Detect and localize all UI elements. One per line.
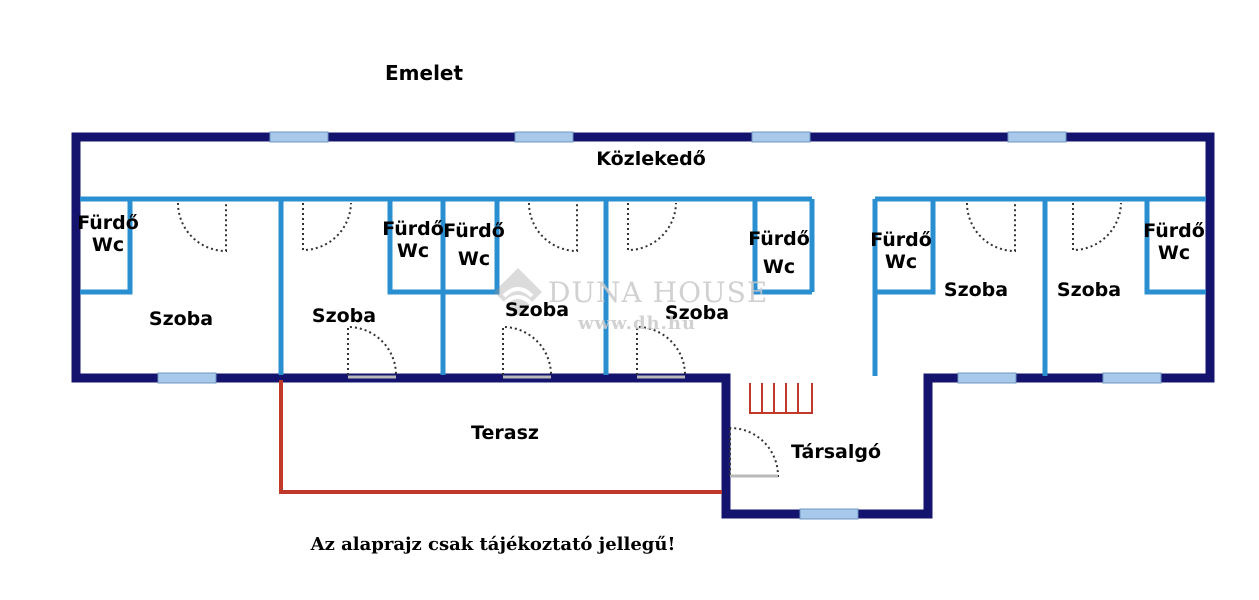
room-label-bath: Fürdő Wc [443,220,505,270]
inner-walls [80,196,1206,376]
room-label-terrace: Terasz [471,422,539,444]
door [966,202,1016,253]
room-label-bath: Fürdő Wc [77,212,139,256]
bath-label-line2: Wc [91,234,125,256]
bath-label-line1: Fürdő [870,229,932,251]
watermark-logo-icon [494,268,542,316]
outer-walls [71,132,1215,519]
watermark-url: www.dh.hu [578,313,697,334]
bath-label-line2: Wc [762,256,796,278]
door [627,202,677,252]
window [269,131,329,143]
wall-bath-1 [80,201,133,295]
room-label-lounge: Társalgó [791,441,881,463]
door [502,325,552,376]
window [799,508,859,520]
terrace-railing [279,380,722,494]
room-label-bath: Fürdő Wc [1143,220,1205,264]
window [157,372,217,384]
door [347,325,397,376]
bath-label-line1: Fürdő [1143,220,1205,242]
window [1102,372,1162,384]
door [636,325,686,376]
door [302,202,352,252]
room-label-bath: Fürdő Wc [382,218,444,262]
door [528,202,578,253]
window [751,131,811,143]
room-label-bedroom: Szoba [148,308,214,330]
window [1007,131,1067,143]
doors [177,202,1122,477]
bath-label-line1: Fürdő [443,220,505,242]
disclaimer: Az alaprajz csak tájékoztató jellegű! [310,534,676,555]
wall-bath-5 [877,201,936,295]
door [177,202,227,253]
door [729,427,780,477]
door [1072,202,1122,252]
window [957,372,1017,384]
window [514,131,574,143]
room-label-bedroom: Szoba [943,279,1009,301]
bath-label-line1: Fürdő [382,218,444,240]
room-label-bedroom: Szoba [311,305,377,327]
wall-bath-6 [1144,201,1206,295]
room-label-bath: Fürdő Wc [870,229,932,273]
outer-wall-main [71,132,1215,519]
room-label-bedroom: Szoba [664,302,730,324]
stairs [749,383,813,414]
door-leaves [348,375,778,478]
room-label-bedroom: Szoba [1056,279,1122,301]
bath-label-line2: Wc [457,248,491,270]
windows [157,131,1162,520]
room-label-bedroom: Szoba [504,299,570,321]
bath-label-line2: Wc [396,240,430,262]
watermark-brand: DUNA HOUSE [548,276,769,309]
room-label-bath: Fürdő Wc [748,228,810,278]
room-label-hallway: Közlekedő [596,148,706,170]
wall-bath-4 [752,201,812,295]
bath-label-line2: Wc [884,251,918,273]
bath-label-line1: Fürdő [748,228,810,250]
bath-label-line1: Fürdő [77,212,139,234]
floor-label: Emelet [385,61,464,85]
bath-label-line2: Wc [1157,242,1191,264]
